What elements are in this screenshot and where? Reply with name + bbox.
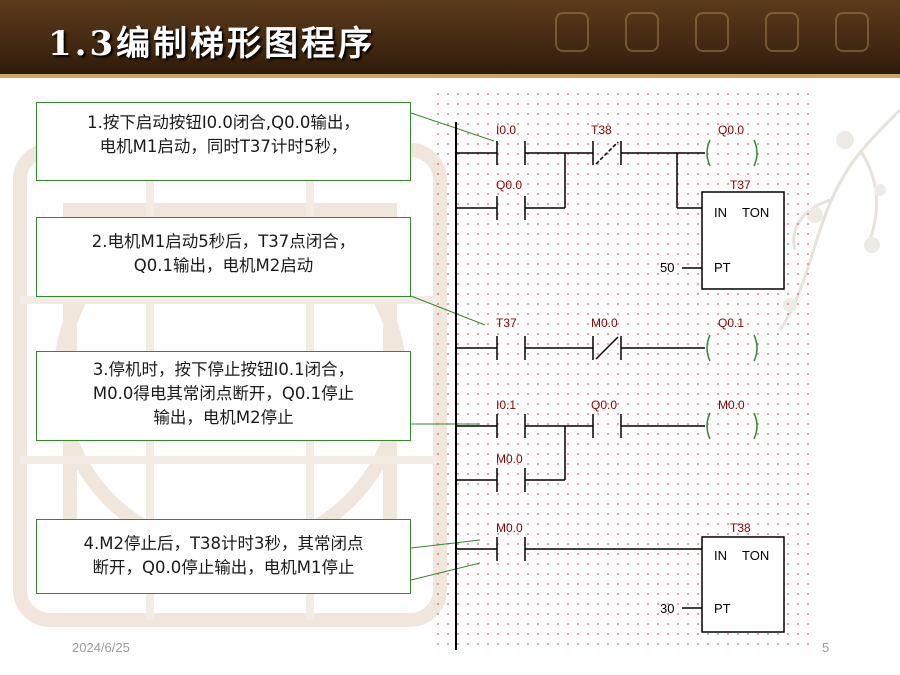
callout-line: Q0.1输出，电机M2启动 (133, 256, 314, 275)
header-ornament (765, 12, 799, 52)
callout-line: 输出，电机M2停止 (153, 408, 294, 427)
callout-step-2: 2.电机M1启动5秒后，T37点闭合， Q0.1输出，电机M2启动 (36, 217, 411, 297)
contact-label-q0-0-net3: Q0.0 (591, 398, 617, 412)
header-ornament (555, 12, 589, 52)
contact-label-t37: T37 (496, 316, 517, 330)
contact-q0-0-net3 (592, 414, 622, 438)
callout-line: 电机M1启动，同时T37计时5秒， (99, 137, 348, 156)
network-1-wires (456, 152, 705, 269)
callout-line: M0.0得电其常闭点断开，Q0.1停止 (92, 384, 355, 403)
callout-line: 3.停机时，按下停止按钮I0.1闭合， (92, 360, 355, 379)
t38-pt-label: PT (714, 601, 731, 616)
timer-block-t37 (701, 191, 785, 290)
callout-leaders (410, 112, 495, 581)
network-3-wires (456, 425, 705, 481)
coil-m0-0 (706, 412, 758, 440)
contact-label-i0-1: I0.1 (496, 398, 516, 412)
header-ornament (835, 12, 869, 52)
coil-label-m0-0: M0.0 (718, 398, 745, 412)
header-ornament (625, 12, 659, 52)
contact-label-m0-0-latch: M0.0 (496, 452, 523, 466)
coil-label-q0-0: Q0.0 (718, 123, 744, 137)
coil-q0-0 (706, 139, 758, 167)
t37-type-label: TON (742, 205, 769, 220)
title-underline (0, 74, 900, 78)
callout-line: 断开，Q0.0停止输出，电机M1停止 (92, 558, 355, 577)
contact-label-m0-0: M0.0 (591, 316, 618, 330)
title-bar: 1.3编制梯形图程序 (0, 0, 900, 74)
contact-label-m0-0-net4: M0.0 (496, 521, 523, 535)
contact-q0-0 (496, 196, 526, 220)
contact-t37 (496, 336, 526, 360)
contact-label-i0-0: I0.0 (496, 123, 516, 137)
t38-type-label: TON (742, 548, 769, 563)
t38-in-label: IN (714, 548, 727, 563)
contact-t38-nc (592, 141, 622, 165)
contact-m0-0-latch (496, 468, 526, 492)
slide-title: 1.3编制梯形图程序 (48, 24, 376, 64)
callout-line: 1.按下启动按钮I0.0闭合,Q0.0输出， (87, 113, 360, 132)
t38-preset: 30 (660, 601, 674, 616)
t37-pt-label: PT (714, 260, 731, 275)
timer-name-t37: T37 (730, 178, 751, 192)
contact-label-q0-0: Q0.0 (496, 178, 522, 192)
contact-i0-1 (496, 414, 526, 438)
t37-preset: 50 (660, 260, 674, 275)
network-4-wires (456, 548, 702, 609)
coil-label-q0-1: Q0.1 (718, 316, 744, 330)
contact-m0-0-nc (592, 336, 622, 360)
contact-i0-0 (496, 141, 526, 165)
timer-block-t38 (701, 536, 785, 633)
callout-line: 4.M2停止后，T38计时3秒，其常闭点 (83, 534, 364, 553)
header-ornament (695, 12, 729, 52)
t37-in-label: IN (714, 205, 727, 220)
slide-page-number: 5 (822, 640, 830, 655)
callout-line: 2.电机M1启动5秒后，T37点闭合， (91, 232, 356, 251)
callout-step-1: 1.按下启动按钮I0.0闭合,Q0.0输出， 电机M1启动，同时T37计时5秒， (36, 102, 411, 181)
coil-q0-1 (706, 334, 758, 362)
slide-date: 2024/6/25 (72, 640, 130, 655)
contact-m0-0-net4 (496, 537, 526, 561)
callout-step-4: 4.M2停止后，T38计时3秒，其常闭点 断开，Q0.0停止输出，电机M1停止 (36, 519, 411, 594)
timer-name-t38: T38 (730, 521, 751, 535)
contact-label-t38: T38 (591, 123, 612, 137)
callout-step-3: 3.停机时，按下停止按钮I0.1闭合， M0.0得电其常闭点断开，Q0.1停止 … (36, 351, 411, 441)
